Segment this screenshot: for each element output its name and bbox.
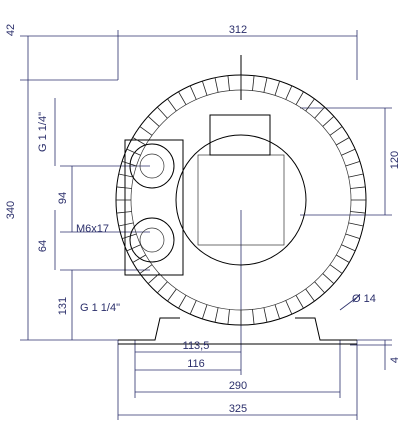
fin (285, 300, 293, 315)
dim-94: 94 (57, 192, 69, 204)
fin (227, 309, 230, 325)
fin (336, 254, 350, 263)
mounting-feet (118, 317, 357, 345)
fin (295, 91, 304, 105)
fin (274, 80, 281, 96)
fin (322, 116, 335, 127)
fin (118, 222, 134, 227)
fin (305, 98, 315, 112)
dim-325: 325 (229, 403, 247, 415)
dim-42: 42 (5, 24, 17, 36)
fin (263, 77, 268, 93)
dim-120: 120 (389, 151, 401, 169)
fin (350, 186, 366, 189)
fin (139, 264, 153, 274)
dim-inlet-thread: G 1 1/4" (37, 112, 49, 152)
fin (348, 222, 364, 227)
fin (336, 137, 350, 146)
fin (305, 288, 315, 302)
dim-131: 131 (57, 297, 69, 315)
fin (314, 106, 325, 119)
dim-64: 64 (37, 240, 49, 252)
fin (132, 137, 146, 146)
fin (189, 300, 197, 315)
fin (285, 85, 293, 100)
fin (341, 244, 356, 252)
fin (157, 106, 168, 119)
fin (252, 309, 255, 325)
fin (314, 281, 325, 294)
fin (263, 307, 268, 323)
dim-4: 4 (389, 357, 401, 363)
fin (322, 273, 335, 284)
fin (121, 233, 137, 240)
fin (201, 80, 208, 96)
dim-113-5: 113,5 (183, 340, 210, 352)
dim-outlet-thread: G 1 1/4" (80, 302, 120, 314)
dim-290: 290 (229, 380, 247, 392)
fin (252, 75, 255, 91)
fin (116, 211, 132, 214)
fin (147, 273, 160, 284)
dim-116: 116 (187, 358, 205, 370)
fin (329, 126, 343, 136)
fin (178, 91, 187, 105)
fin (214, 77, 219, 93)
dim-340: 340 (5, 201, 17, 219)
fin (227, 75, 230, 91)
fin (201, 304, 208, 320)
fin (295, 295, 304, 309)
dim-312: 312 (229, 24, 247, 36)
fin (126, 244, 141, 252)
fin (350, 211, 366, 214)
fin (274, 304, 281, 320)
fin (329, 264, 343, 274)
fin (341, 148, 356, 156)
fin (345, 160, 361, 167)
fin (132, 254, 146, 263)
fin (348, 173, 364, 178)
dim-hole-diameter: Ø 14 (352, 293, 376, 305)
fin (214, 307, 219, 323)
fin (178, 295, 187, 309)
fin (139, 126, 153, 136)
cooling-fins (116, 75, 366, 325)
fin (121, 160, 137, 167)
fin (118, 173, 134, 178)
fin (116, 186, 132, 189)
fin (167, 288, 177, 302)
fin (147, 116, 160, 127)
fin (126, 148, 141, 156)
fin (345, 233, 361, 240)
fin (167, 98, 177, 112)
fin (157, 281, 168, 294)
fin (189, 85, 197, 100)
dim-m6x17: M6x17 (76, 223, 109, 235)
dimension-lines (20, 30, 392, 420)
